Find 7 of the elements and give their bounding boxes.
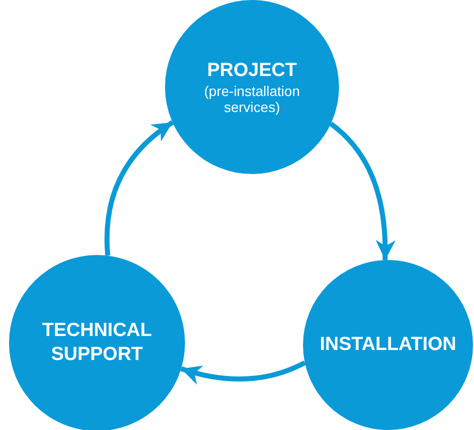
curved-arrow: [180, 360, 306, 384]
curved-arrow: [329, 122, 396, 260]
stage-title: INSTALLATION: [318, 333, 458, 357]
curved-arrow: [104, 120, 174, 256]
stage-title: PROJECT: [206, 59, 298, 83]
stage-subtitle: (pre-installation services): [203, 83, 301, 115]
stage-title: TECHNICAL SUPPORT: [41, 319, 153, 367]
